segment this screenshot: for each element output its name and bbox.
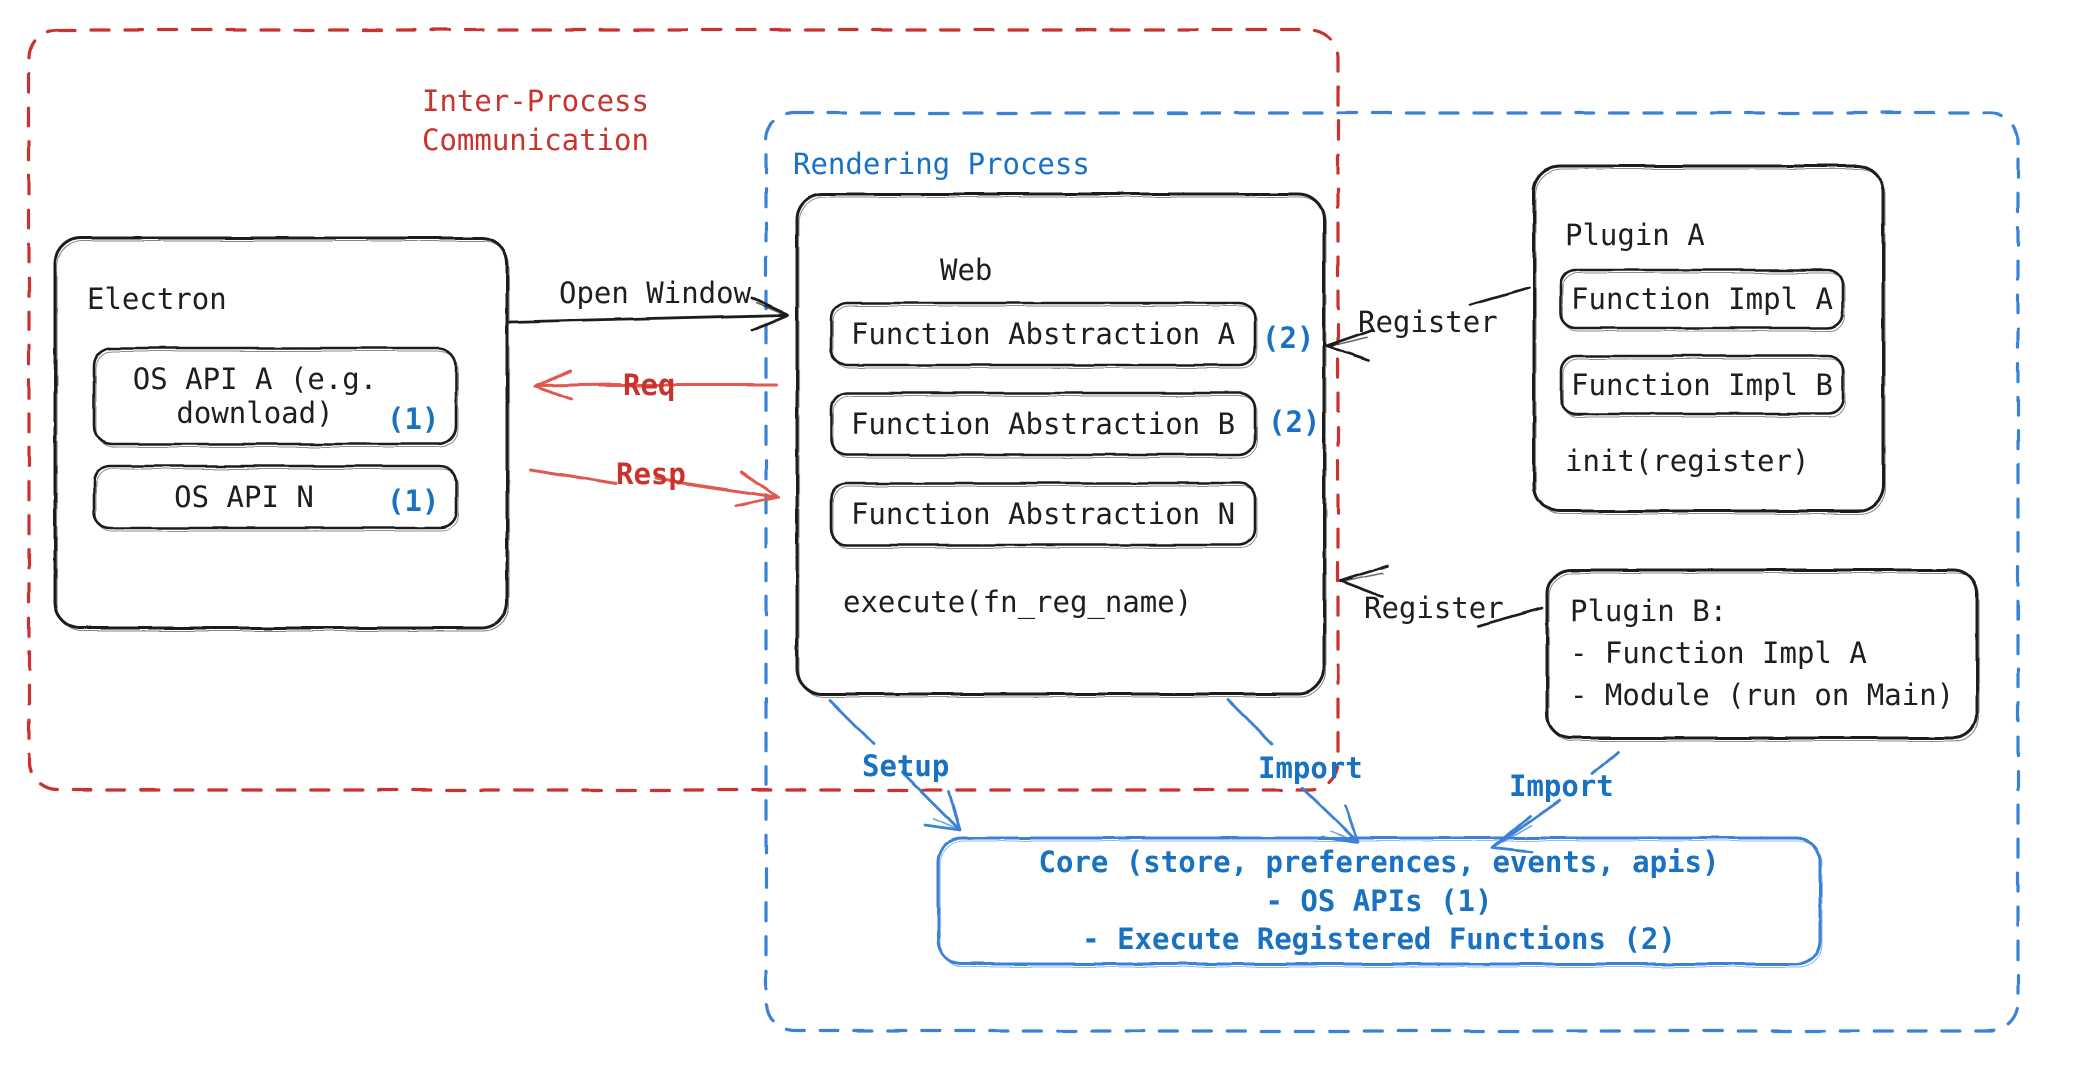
function-abstraction-b-label: Function Abstraction B (850, 407, 1236, 441)
register-plugin-b-edge-label: Register (1364, 591, 1504, 625)
os-api-n-label: OS API N (174, 480, 314, 514)
os-api-a-label-line1: OS API A (e.g. (132, 362, 378, 396)
electron-title: Electron (87, 282, 227, 316)
core-line-2: - Execute Registered Functions (2) (1082, 922, 1676, 957)
function-abstraction-b-item[interactable]: Function Abstraction B (831, 393, 1255, 455)
function-abstraction-a-label: Function Abstraction A (850, 317, 1236, 351)
plugin-a-title: Plugin A (1565, 218, 1705, 252)
plugin-a-init-label: init(register) (1565, 444, 1810, 478)
req-edge-label: Req (623, 368, 676, 402)
function-abstraction-n-item[interactable]: Function Abstraction N (831, 483, 1255, 545)
core-line-0: Core (store, preferences, events, apis) (1038, 845, 1720, 880)
function-impl-b-label: Function Impl B (1571, 368, 1833, 402)
web-execute-label: execute(fn_reg_name) (843, 585, 1193, 619)
register-plugin-a-edge-label: Register (1358, 305, 1498, 339)
function-impl-a-item[interactable]: Function Impl A (1561, 270, 1843, 328)
plugin-b-title: Plugin B: (1570, 594, 1728, 628)
os-api-a-item[interactable]: OS API A (e.g.download) (94, 348, 456, 444)
resp-edge-label: Resp (616, 457, 686, 491)
import-plugin-b-edge-label: Import (1509, 769, 1614, 803)
function-impl-b-item[interactable]: Function Impl B (1561, 356, 1843, 414)
os-api-a-marker: (1) (387, 402, 440, 436)
ipc-title-line1: Inter-Process (422, 84, 649, 118)
plugin-b-line-2: - Module (run on Main) (1570, 677, 1955, 712)
function-abstraction-b-marker: (2) (1268, 405, 1321, 439)
plugin-b-content: Plugin B: - Function Impl A - Module (run … (1570, 591, 1954, 716)
import-web-edge-label: Import (1258, 751, 1363, 785)
function-abstraction-a-marker: (2) (1262, 321, 1315, 355)
function-abstraction-n-label: Function Abstraction N (850, 497, 1236, 531)
core-content: Core (store, preferences, events, apis)-… (1039, 843, 1720, 959)
function-impl-a-label: Function Impl A (1571, 282, 1833, 316)
plugin-b-line-1: - Function Impl A (1570, 635, 1867, 670)
os-api-a-label-line2: download) (176, 396, 334, 430)
open-window-edge-label: Open Window (559, 276, 752, 310)
function-abstraction-a-item[interactable]: Function Abstraction A (831, 303, 1255, 365)
web-title: Web (940, 253, 993, 287)
ipc-title-line2: Communication (422, 122, 649, 157)
setup-edge-label: Setup (862, 749, 950, 783)
core-box[interactable]: Core (store, preferences, events, apis)-… (938, 838, 1820, 964)
os-api-n-item[interactable]: OS API N (94, 466, 394, 528)
core-line-1: - OS APIs (1) (1265, 883, 1493, 918)
os-api-n-marker: (1) (387, 484, 440, 518)
rendering-process-title: Rendering Process (793, 147, 1090, 181)
